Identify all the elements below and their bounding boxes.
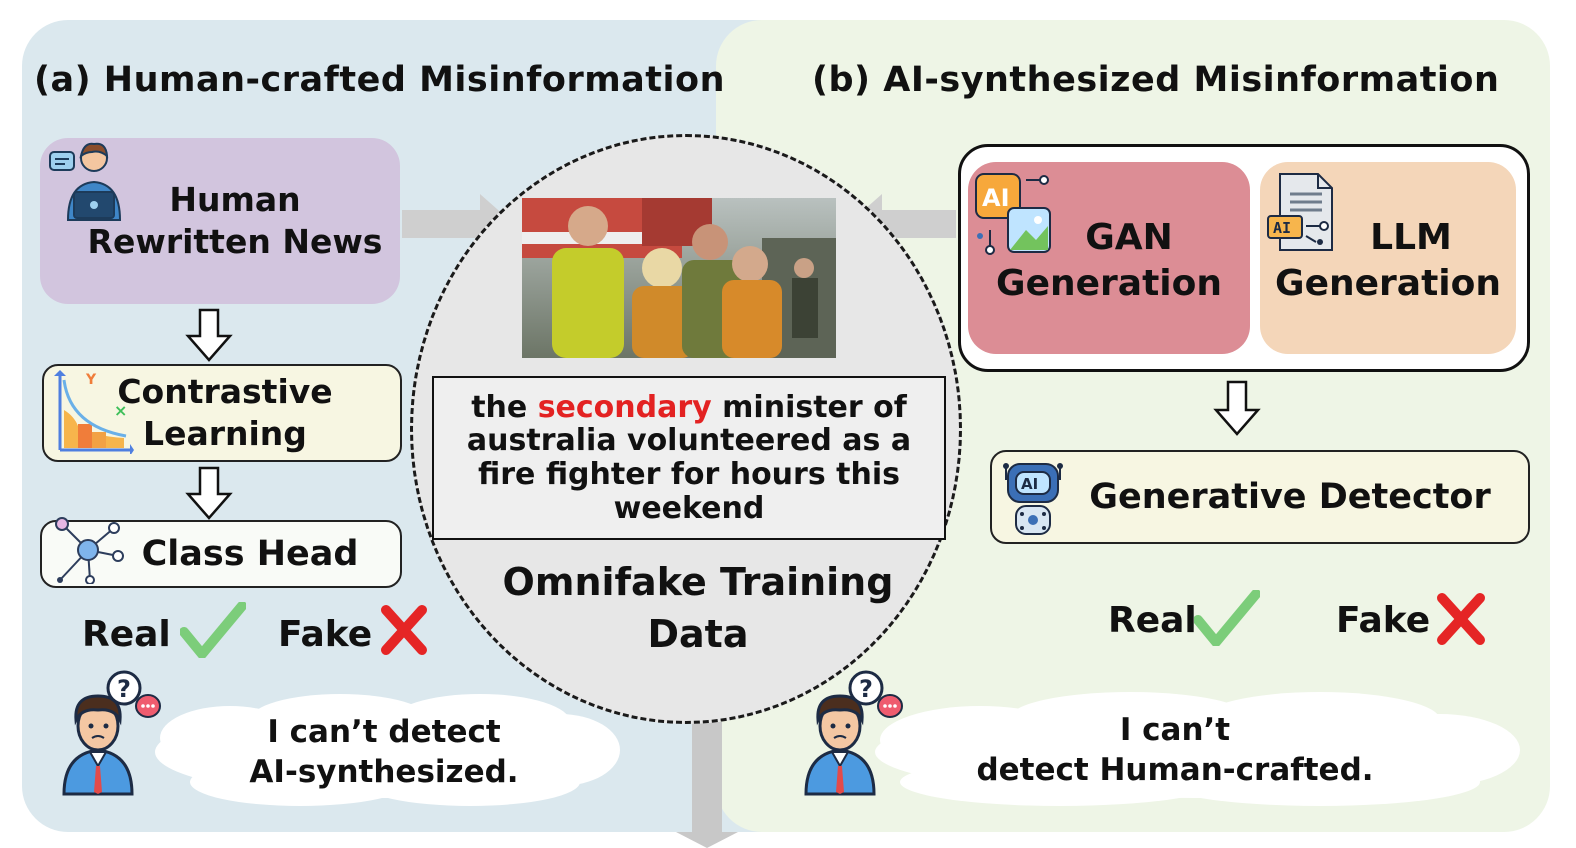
svg-text:?: ? (117, 675, 131, 703)
class-head-box: Class Head (40, 520, 402, 588)
svg-text:AI: AI (982, 184, 1010, 212)
hollow-arrow-3 (1213, 380, 1261, 436)
chart-icon: Y × (54, 370, 134, 454)
generative-detector-box: Generative Detector (990, 450, 1530, 544)
left-speech-text: I can’t detect AI-synthesized. (249, 714, 519, 791)
right-check-icon (1194, 590, 1260, 646)
svg-text:AI: AI (1021, 475, 1038, 493)
left-real-label: Real (82, 614, 171, 655)
training-data-title: Omnifake Training Data (502, 560, 894, 657)
right-real-label: Real (1108, 600, 1197, 641)
news-caption: the secondary minister of australia volu… (466, 389, 912, 526)
right-panel-title: (b) AI-synthesized Misinformation (812, 60, 1500, 100)
left-confused-person-icon: ? (62, 670, 161, 796)
svg-text:×: × (114, 401, 127, 420)
right-fake-label: Fake (1336, 600, 1431, 641)
left-speech-cloud (155, 694, 620, 806)
llm-generation-box: LLM Generation (1260, 162, 1516, 354)
news-photo (522, 198, 836, 358)
network-nodes-icon (55, 517, 124, 584)
right-speech-text: I can’t detect Human-crafted. (976, 712, 1374, 789)
right-confused-person-icon: ? (804, 670, 903, 796)
hollow-arrow-1 (185, 308, 233, 362)
gray-arrow-right (402, 194, 514, 254)
right-cross-icon (1437, 593, 1485, 645)
left-fake-label: Fake (278, 614, 373, 655)
left-cross-icon (381, 605, 427, 655)
svg-text:Y: Y (85, 372, 97, 388)
news-caption-box: the secondary minister of australia volu… (432, 376, 946, 540)
highlighted-word: secondary (537, 389, 712, 425)
gray-arrow-down (676, 722, 738, 848)
right-speech-cloud (875, 692, 1520, 806)
hollow-arrow-2 (185, 466, 233, 520)
svg-text:?: ? (859, 675, 873, 703)
ai-document-icon: AI (1267, 173, 1333, 251)
person-with-laptop-icon (49, 142, 122, 221)
left-panel-title: (a) Human-crafted Misinformation (34, 60, 725, 100)
ai-image-icon: AI (975, 173, 1051, 255)
svg-text:AI: AI (1273, 219, 1291, 237)
left-check-icon (180, 602, 246, 658)
robot-icon: AI (1003, 463, 1063, 535)
